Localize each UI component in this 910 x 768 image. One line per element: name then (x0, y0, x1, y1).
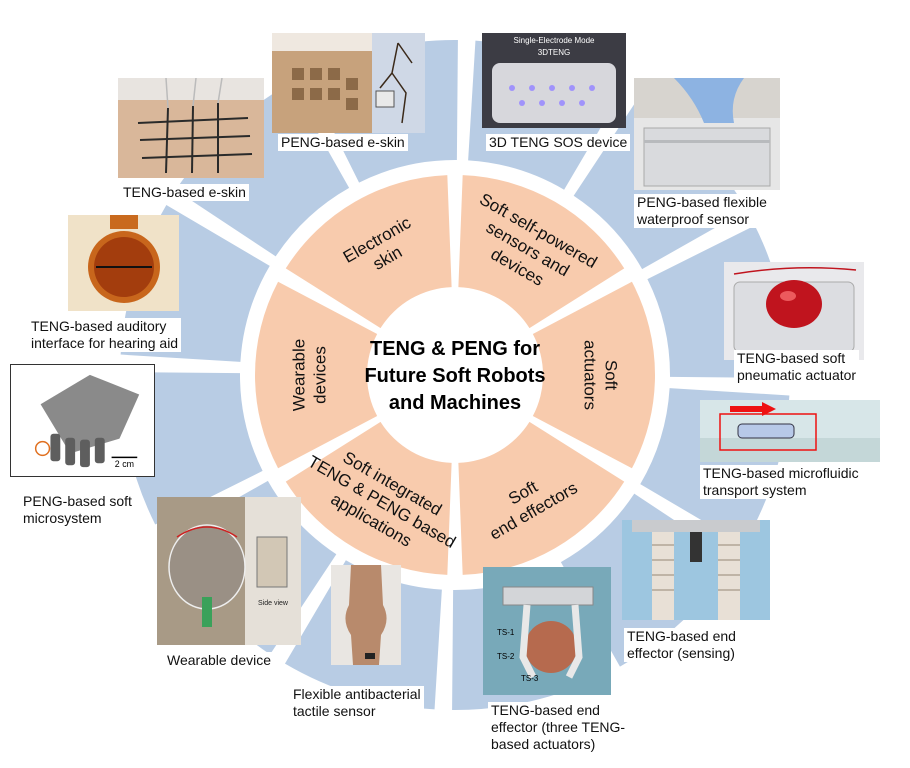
photo-flexible-tactile (331, 565, 401, 665)
sector-soft-sensors (458, 175, 625, 329)
photo-wearable-device: Side view (157, 497, 301, 645)
caption-peng-microsystem: PENG-based soft microsystem (20, 493, 135, 527)
photo-peng-waterproof (634, 78, 780, 190)
photo-peng-eskin (272, 33, 425, 133)
sector-wearable-devices (255, 281, 378, 469)
sector-soft-actuators (532, 281, 656, 469)
caption-teng-eskin: TENG-based e-skin (120, 184, 249, 201)
caption-teng-end-three: TENG-based end effector (three TENG- bas… (488, 702, 629, 753)
photo-teng-eskin (118, 78, 264, 178)
photo-teng-auditory (68, 215, 179, 311)
center-title-line: TENG & PENG for (370, 338, 540, 360)
center-title-line: and Machines (389, 392, 521, 414)
ts1-label: TS-1 (497, 628, 515, 637)
sector-label-line: Soft (602, 360, 621, 391)
caption-3d-teng-sos: 3D TENG SOS device (486, 134, 631, 151)
side-view-label: Side view (258, 600, 289, 607)
sector-electronic-skin (285, 175, 452, 329)
caption-teng-end-sensing: TENG-based end effector (sensing) (624, 628, 739, 662)
photo-teng-pneumatic (724, 262, 864, 360)
ts3-label: TS-3 (521, 674, 539, 683)
caption-peng-eskin: PENG-based e-skin (278, 134, 408, 151)
sector-soft-integrated (285, 421, 452, 575)
caption-flexible-tactile: Flexible antibacterial tactile sensor (290, 686, 424, 720)
photo-teng-microfluidic (700, 400, 880, 462)
photo-peng-microsystem: 2 cm (10, 364, 155, 477)
caption-wearable-device: Wearable device (164, 652, 275, 669)
sos-device-label: 3DTENG (538, 48, 570, 57)
photo-teng-end-sensing (622, 520, 770, 620)
center-title-line: Future Soft Robots (364, 365, 545, 387)
sos-mode-label: Single-Electrode Mode (514, 36, 595, 45)
sector-label-line: Wearable (290, 339, 309, 411)
scale-bar-label: 2 cm (115, 459, 134, 469)
ts2-label: TS-2 (497, 652, 515, 661)
photo-3d-teng-sos: Single-Electrode Mode 3DTENG (482, 33, 626, 128)
caption-peng-waterproof: PENG-based flexible waterproof sensor (634, 194, 770, 228)
caption-teng-auditory: TENG-based auditory interface for hearin… (28, 318, 182, 352)
center-disc (369, 289, 541, 461)
ring-segment (120, 372, 263, 525)
sector-soft-end-effectors (458, 421, 625, 575)
caption-teng-microfluidic: TENG-based microfluidic transport system (700, 465, 862, 499)
photo-teng-end-three: TS-1 TS-2 TS-3 (483, 567, 611, 695)
sector-label-line: devices (311, 346, 330, 404)
caption-teng-pneumatic: TENG-based soft pneumatic actuator (734, 350, 860, 384)
sector-label-line: actuators (581, 340, 600, 410)
